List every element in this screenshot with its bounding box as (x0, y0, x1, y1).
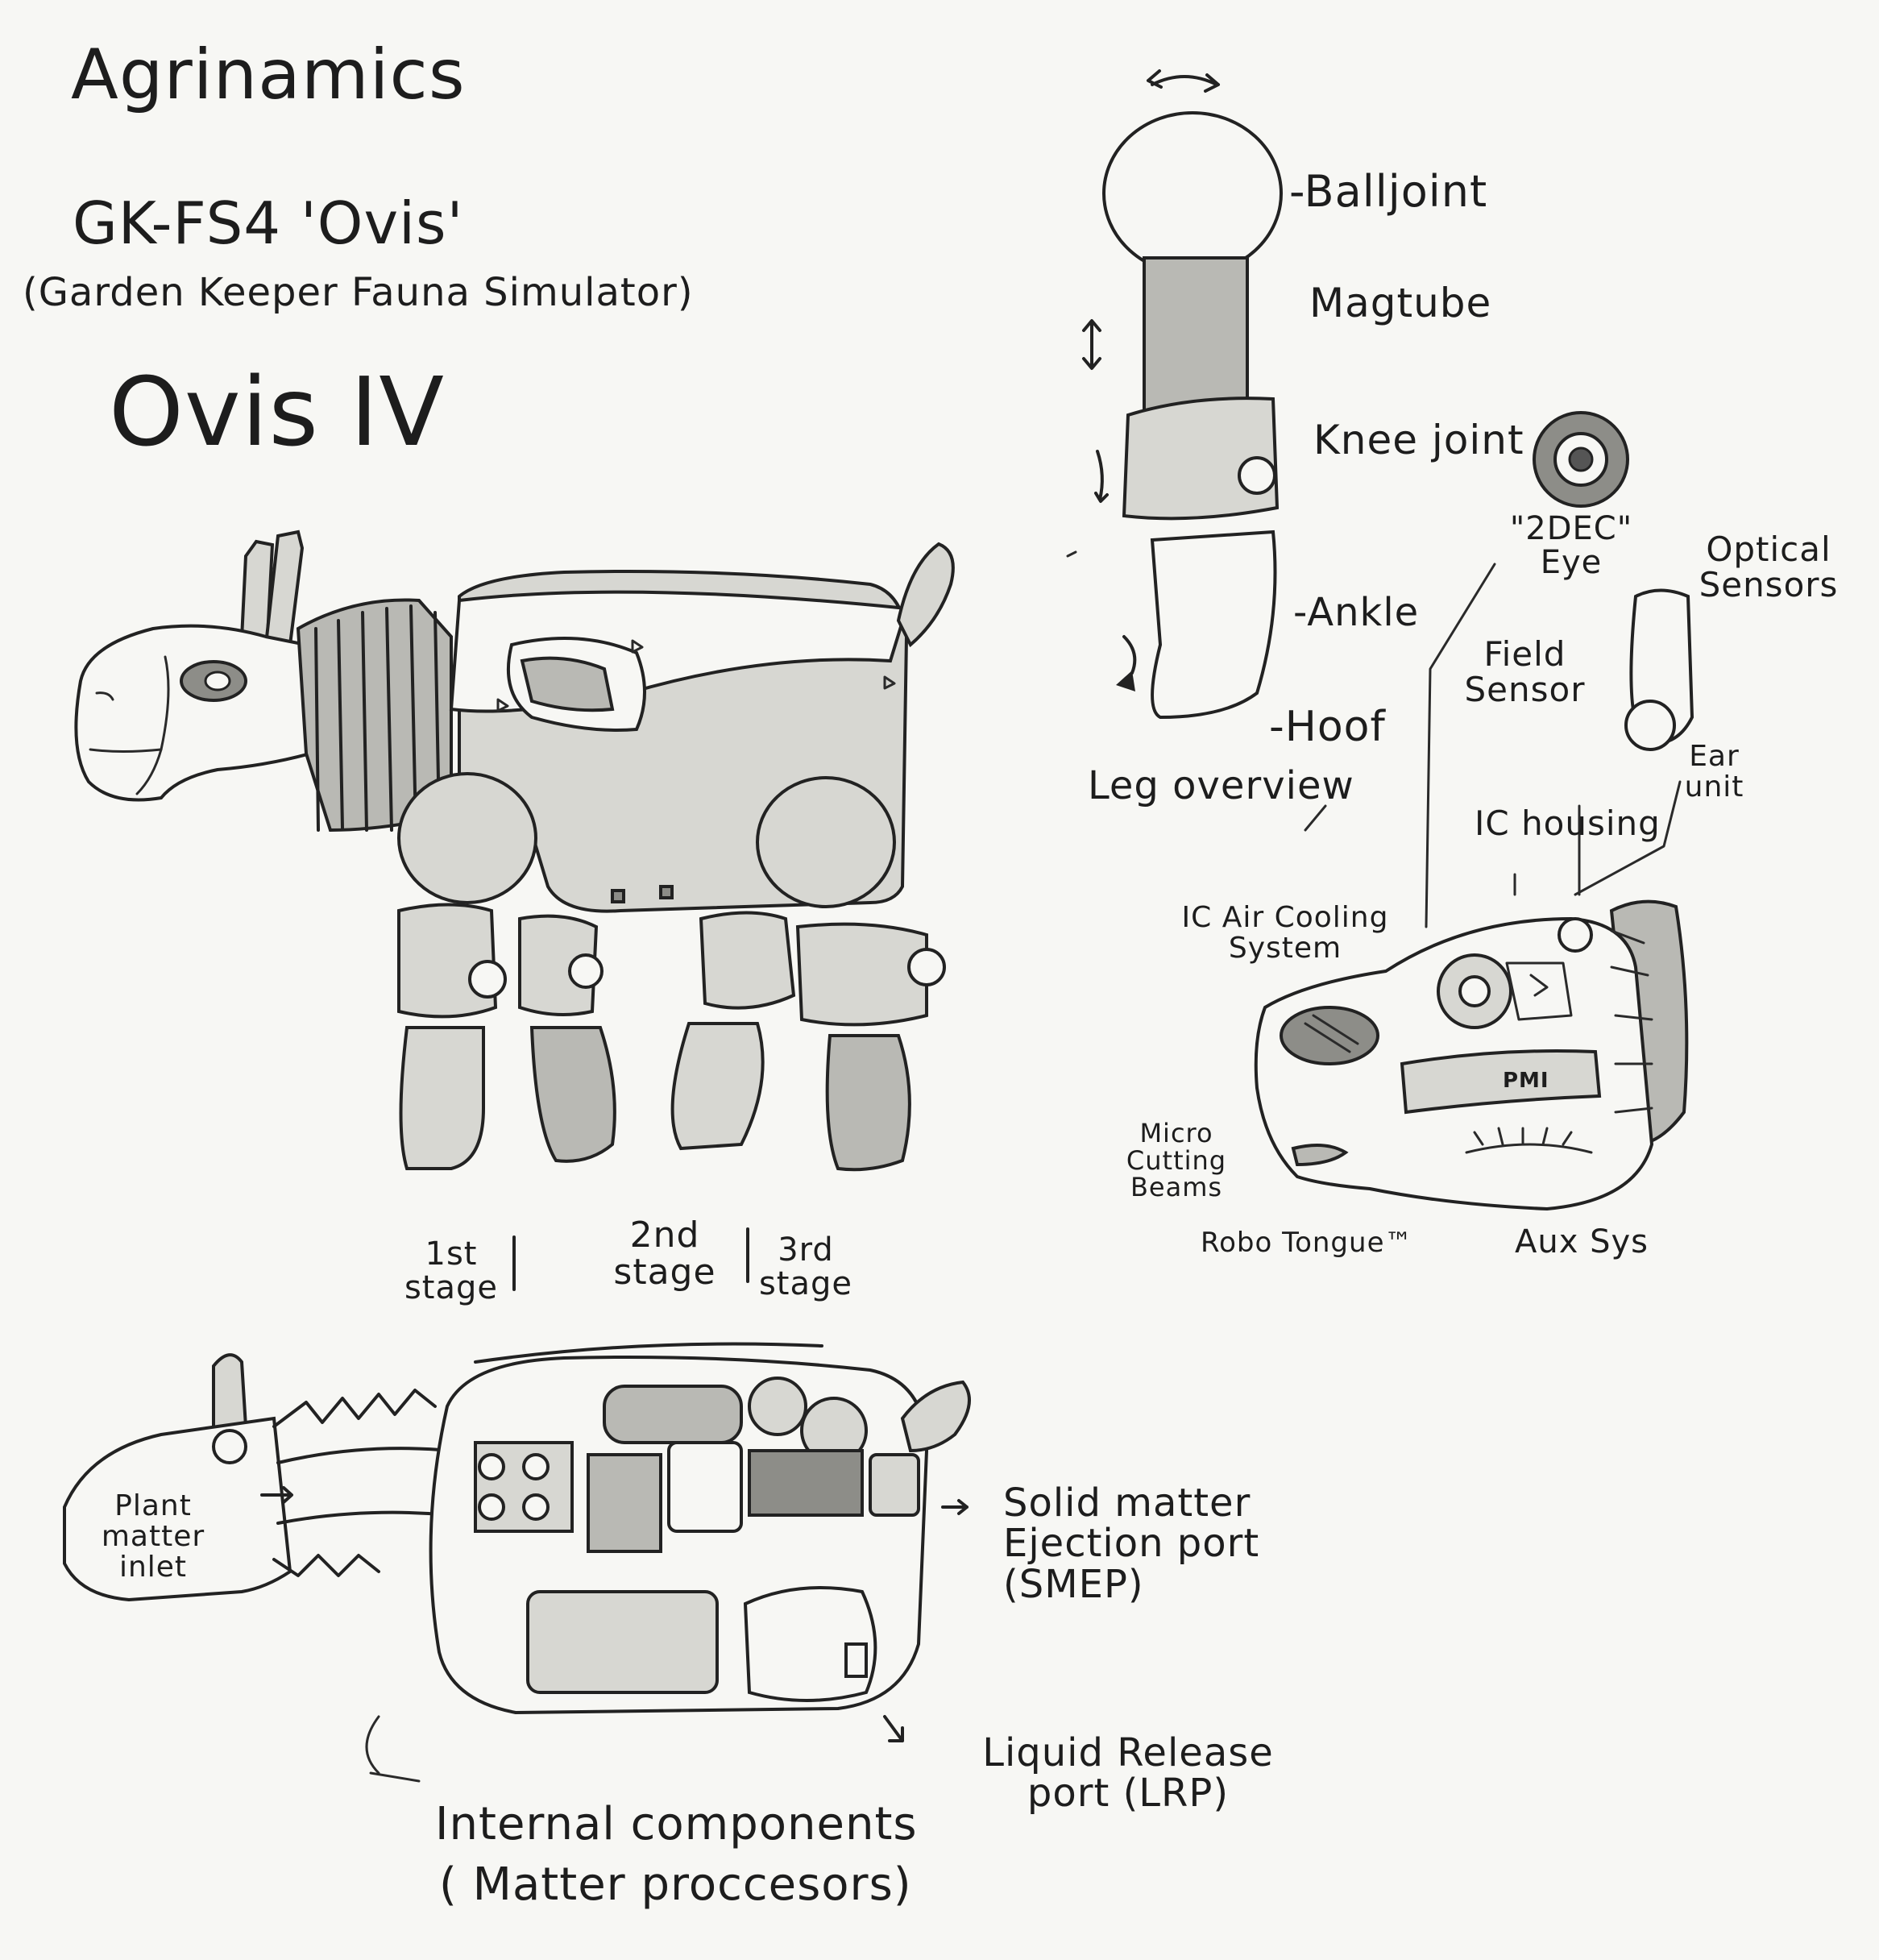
head-label-ear-unit: Ear unit (1684, 740, 1744, 804)
leg-label-balljoint: -Balljoint (1289, 166, 1488, 217)
head-cutaway-drawing (1254, 899, 1689, 1211)
stage-label-second: 2nd stage (613, 1215, 716, 1294)
brand-title: Agrinamics (71, 35, 466, 115)
head-label-field-sensor: Field Sensor (1464, 634, 1586, 710)
head-label-pmi: PMI (1503, 1069, 1549, 1093)
variant-title: Ovis IV (109, 356, 446, 467)
head-label-robo-tongue: Robo Tongue™ (1201, 1227, 1413, 1259)
leg-label-hoof: -Hoof (1269, 703, 1386, 751)
label-lrp: Liquid Release port (LRP) (982, 1730, 1274, 1817)
head-label-eye: "2DEC" Eye (1509, 510, 1633, 581)
stage-label-first: 1st stage (404, 1235, 499, 1306)
leg-label-knee-joint: Knee joint (1313, 417, 1524, 463)
leg-label-ankle: -Ankle (1293, 590, 1420, 635)
internal-components-drawing (63, 1342, 971, 1783)
head-label-optical-sensors: Optical Sensors (1699, 529, 1839, 605)
head-label-ic-housing: IC housing (1475, 804, 1661, 843)
leg-caption: Leg overview (1088, 763, 1354, 808)
head-label-ic-air-cooling: IC Air Cooling System (1181, 901, 1389, 965)
leg-label-magtube: Magtube (1309, 280, 1492, 326)
robot-sheep-drawing (74, 529, 955, 1172)
head-label-micro-cutting-beams: Micro Cutting Beams (1126, 1118, 1227, 1203)
leg-diagram (1082, 69, 1283, 720)
stage-label-third: 3rd stage (758, 1231, 853, 1302)
model-title: GK-FS4 'Ovis' (73, 189, 464, 257)
eye-icon (1533, 411, 1629, 508)
internals-caption-line2: ( Matter proccesors) (439, 1858, 912, 1911)
internals-caption-line1: Internal components (435, 1798, 918, 1850)
stage-dividers (512, 1227, 749, 1291)
head-label-aux-sys: Aux Sys (1515, 1223, 1649, 1260)
ear-unit-drawing (1624, 588, 1694, 751)
label-plant-matter-inlet: Plant matter inlet (101, 1489, 205, 1584)
label-smep: Solid matter Ejection port (SMEP) (1003, 1480, 1260, 1607)
model-full-name: (Garden Keeper Fauna Simulator) (23, 270, 694, 315)
leader-lines (1066, 550, 1682, 928)
